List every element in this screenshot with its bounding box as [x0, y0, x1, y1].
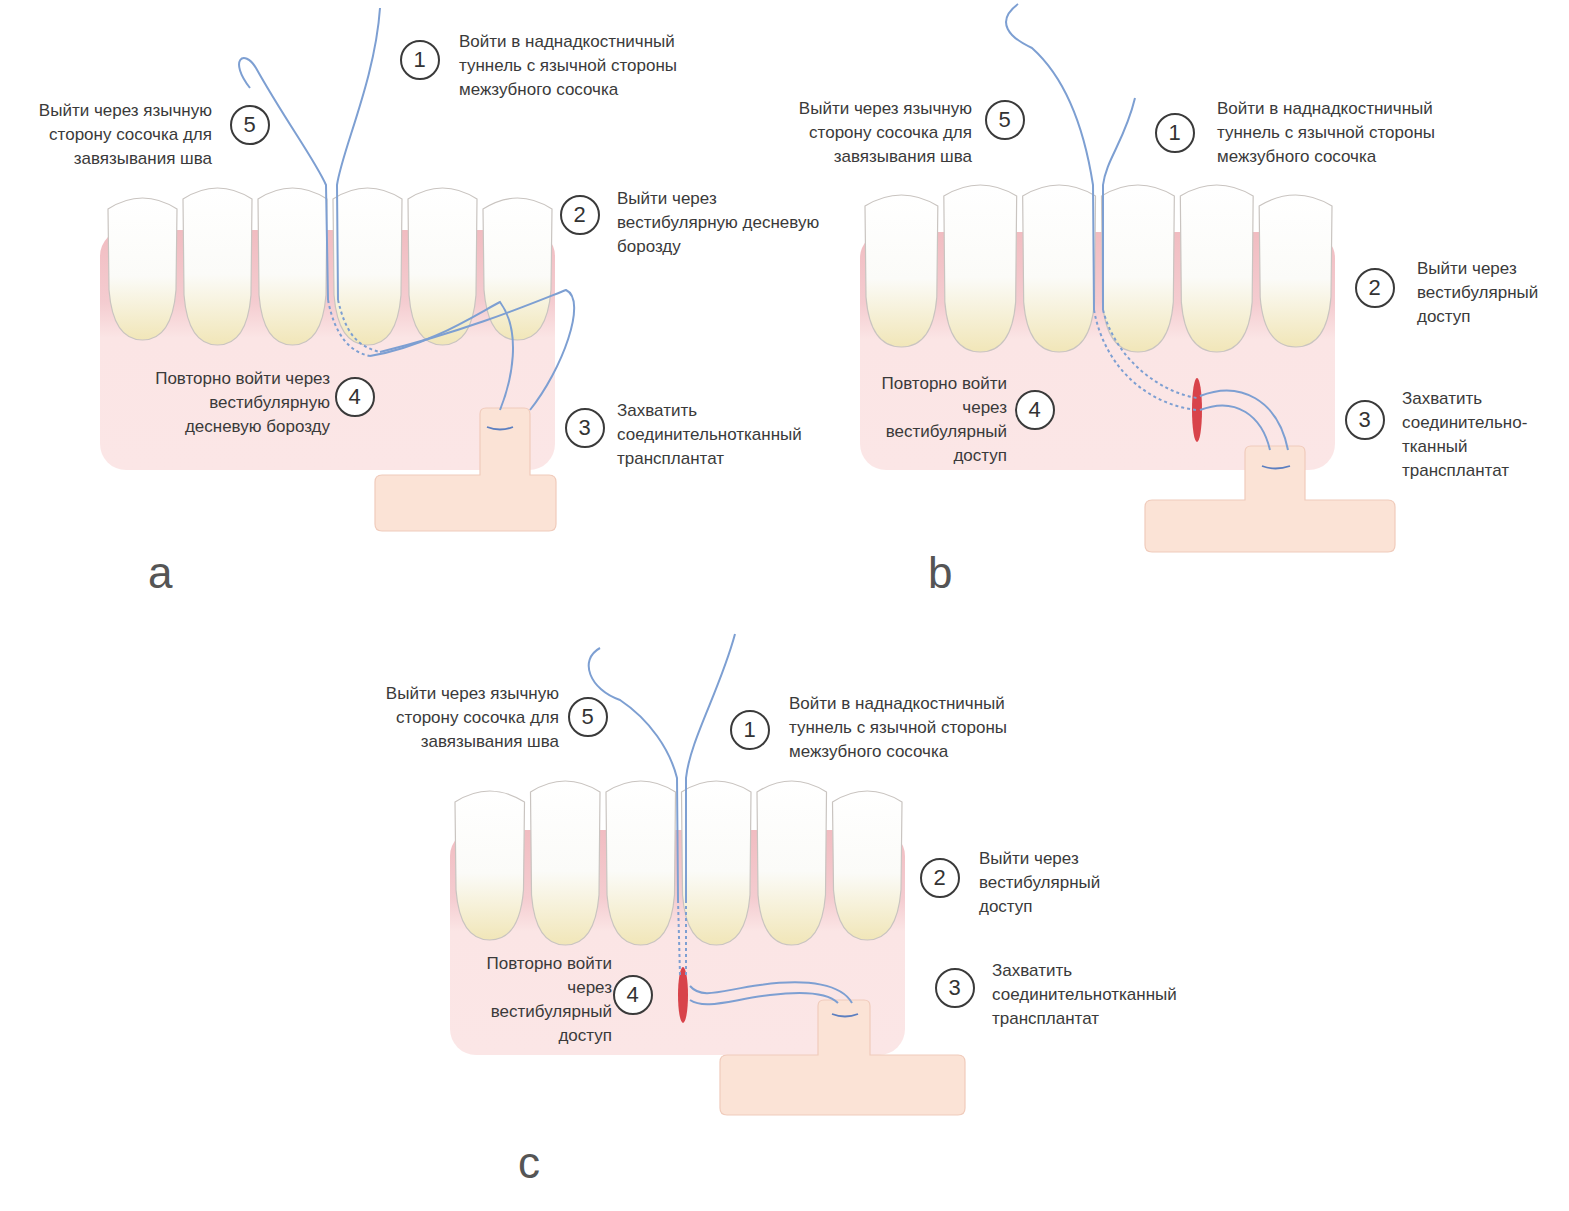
graft-stitch [487, 427, 513, 430]
tooth [944, 185, 1017, 352]
connective-tissue-graft [1145, 446, 1395, 552]
suture-tunnel-path [685, 900, 687, 975]
step-description: Повторно войти через вестибулярный досту… [867, 372, 1007, 468]
suture-tunnel-path [1094, 310, 1197, 410]
callout-number: 2 [922, 860, 957, 895]
callout-circle: 1Войти в наднадкостничный туннель с языч… [1155, 113, 1195, 153]
panel-letter: c [518, 1138, 540, 1188]
step-description: Повторно войти через вестибулярную десне… [140, 367, 330, 439]
tooth [258, 188, 327, 345]
callout-circle: 3Захватить соединительнотканный транспла… [565, 408, 605, 448]
callout-number: 1 [402, 42, 437, 77]
suture-thread [380, 290, 574, 410]
connective-tissue-graft [375, 408, 556, 531]
callout-circle: 5Выйти через язычную сторону сосочка для… [568, 697, 608, 737]
panel-letter: b [928, 548, 952, 598]
panel-letter: a [148, 548, 172, 598]
callout-number: 3 [1347, 402, 1382, 437]
suture-thread [337, 8, 380, 300]
step-description: Выйти через язычную сторону сосочка для … [777, 97, 972, 169]
tooth [1102, 185, 1175, 352]
step-description: Повторно войти через вестибулярный досту… [470, 952, 612, 1048]
tooth [865, 195, 938, 347]
tooth [183, 188, 252, 345]
callout-circle: 3Захватить соединительнотканный транспла… [935, 968, 975, 1008]
callout-number: 1 [1157, 115, 1192, 150]
suture-thread [370, 302, 513, 410]
step-description: Выйти через вестибулярный доступ [979, 847, 1129, 919]
tooth [1180, 185, 1253, 352]
callout-number: 5 [570, 699, 605, 734]
callout-number: 4 [1017, 392, 1052, 427]
callout-number: 1 [732, 712, 767, 747]
tooth [455, 791, 525, 940]
step-description: Войти в наднадкостничный туннель с язычн… [459, 30, 709, 102]
callout-circle: 2Выйти через вестибулярный доступ [920, 858, 960, 898]
suture-thread [1200, 391, 1288, 450]
step-description: Захватить соединительно-тканный транспла… [1402, 387, 1547, 483]
step-description: Войти в наднадкостничный туннель с язычн… [1217, 97, 1467, 169]
suture-thread [686, 634, 735, 900]
step-description: Выйти через вестибулярный доступ [1417, 257, 1567, 329]
callout-circle: 4Повторно войти через вестибулярную десн… [335, 377, 375, 417]
suture-thread [1103, 98, 1135, 310]
tooth [833, 791, 903, 940]
step-description: Войти в наднадкостничный туннель с язычн… [789, 692, 1039, 764]
suture-thread [690, 982, 852, 1003]
callout-circle: 2Выйти через вестибулярный доступ [1355, 268, 1395, 308]
callout-circle: 5Выйти через язычную сторону сосочка для… [985, 100, 1025, 140]
suture-thread [239, 58, 328, 300]
step-description: Захватить соединительнотканный трансплан… [992, 959, 1212, 1031]
tooth [333, 188, 402, 345]
step-description: Выйти через язычную сторону сосочка для … [362, 682, 559, 754]
callout-number: 4 [337, 379, 372, 414]
tooth [682, 781, 752, 945]
step-description: Захватить соединительнотканный трансплан… [617, 399, 837, 471]
suture-tunnel-path [328, 300, 370, 356]
tooth [606, 781, 676, 945]
callout-circle: 4Повторно войти через вестибулярный дост… [1015, 390, 1055, 430]
suture-tunnel-path [1103, 310, 1197, 398]
suture-thread [1200, 405, 1270, 450]
connective-tissue-graft [720, 1000, 965, 1115]
callout-circle: 3Захватить соединительно-тканный транспл… [1345, 400, 1385, 440]
callout-number: 2 [562, 197, 597, 232]
callout-number: 3 [567, 410, 602, 445]
callout-number: 5 [987, 102, 1022, 137]
tooth [531, 781, 601, 945]
suture-tunnel-path [678, 900, 680, 975]
step-description: Выйти через язычную сторону сосочка для … [17, 99, 212, 171]
tooth [1023, 185, 1096, 352]
graft-stitch [832, 1014, 858, 1017]
callout-circle: 4Повторно войти через вестибулярный дост… [613, 975, 653, 1015]
callout-number: 2 [1357, 270, 1392, 305]
step-description: Выйти через вестибулярную десневую бороз… [617, 187, 832, 259]
callout-circle: 1Войти в наднадкостничный туннель с языч… [400, 40, 440, 80]
suture-thread [690, 993, 838, 1004]
vestibular-incision [678, 967, 688, 1023]
callout-circle: 2Выйти через вестибулярную десневую боро… [560, 195, 600, 235]
suture-thread [589, 648, 678, 900]
graft-stitch [1262, 466, 1290, 469]
suture-tunnel-path [338, 300, 380, 352]
callout-number: 5 [232, 107, 267, 142]
callout-circle: 5Выйти через язычную сторону сосочка для… [230, 105, 270, 145]
callout-number: 3 [937, 970, 972, 1005]
callout-number: 4 [615, 977, 650, 1012]
tooth [1259, 195, 1332, 347]
tooth [108, 198, 177, 340]
tooth [757, 781, 827, 945]
suture-thread [1006, 4, 1094, 310]
callout-circle: 1Войти в наднадкостничный туннель с языч… [730, 710, 770, 750]
